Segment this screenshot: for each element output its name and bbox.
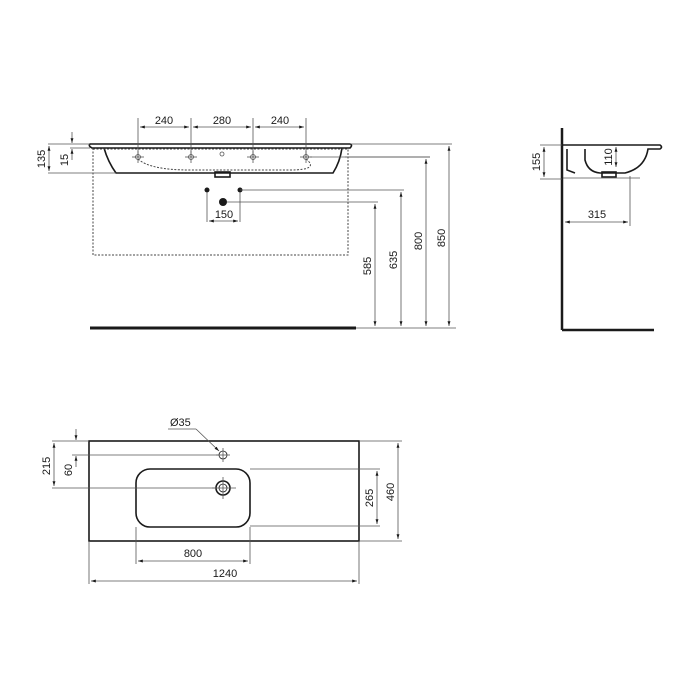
tap-spacing-right-label: 240 (271, 115, 289, 127)
bowl-width-label: 800 (184, 548, 202, 560)
bowl-depth-plan-label: 265 (364, 489, 376, 507)
waste-offset-label: 215 (41, 457, 53, 475)
overall-width-label: 1240 (213, 568, 237, 580)
waste-outlet-side (601, 171, 617, 178)
basin-outline-plan (88, 440, 360, 542)
waste-point-icon (219, 198, 227, 206)
tap-spacing-center-label: 280 (213, 115, 231, 127)
rim-thickness-label: 15 (59, 154, 71, 166)
height-585-label: 585 (362, 257, 374, 275)
basin-back-profile (566, 149, 576, 174)
side-elevation-view: 155 110 315 (531, 128, 663, 332)
bowl-depth-label: 110 (603, 148, 615, 166)
basin-height-label: 135 (36, 150, 48, 168)
overflow-hole-icon (219, 151, 225, 157)
bowl-interior-outline (137, 158, 311, 171)
basin-profile (563, 144, 663, 174)
tap-hole-offset-label: 60 (63, 464, 75, 476)
bowl-outline-plan (135, 468, 251, 528)
waste-projection-label: 315 (588, 209, 606, 221)
front-elevation-view: 240 280 240 135 15 150 585 635 800 850 (36, 115, 456, 330)
height-800-label: 800 (413, 232, 425, 250)
basin-rim (88, 143, 353, 149)
side-height-label: 155 (531, 153, 543, 171)
height-850-label: 850 (436, 229, 448, 247)
basin-body (103, 147, 343, 174)
tap-spacing-left-label: 240 (155, 115, 173, 127)
tap-hole-diameter-label: Ø35 (170, 417, 191, 429)
plan-view: Ø35 215 60 265 460 800 1240 (41, 417, 402, 584)
supply-point-icon (204, 187, 210, 193)
waste-outlet (214, 171, 231, 178)
height-635-label: 635 (388, 251, 400, 269)
tap-position-markers (132, 151, 312, 163)
waste-spacing-label: 150 (215, 209, 233, 221)
overall-depth-label: 460 (385, 483, 397, 501)
